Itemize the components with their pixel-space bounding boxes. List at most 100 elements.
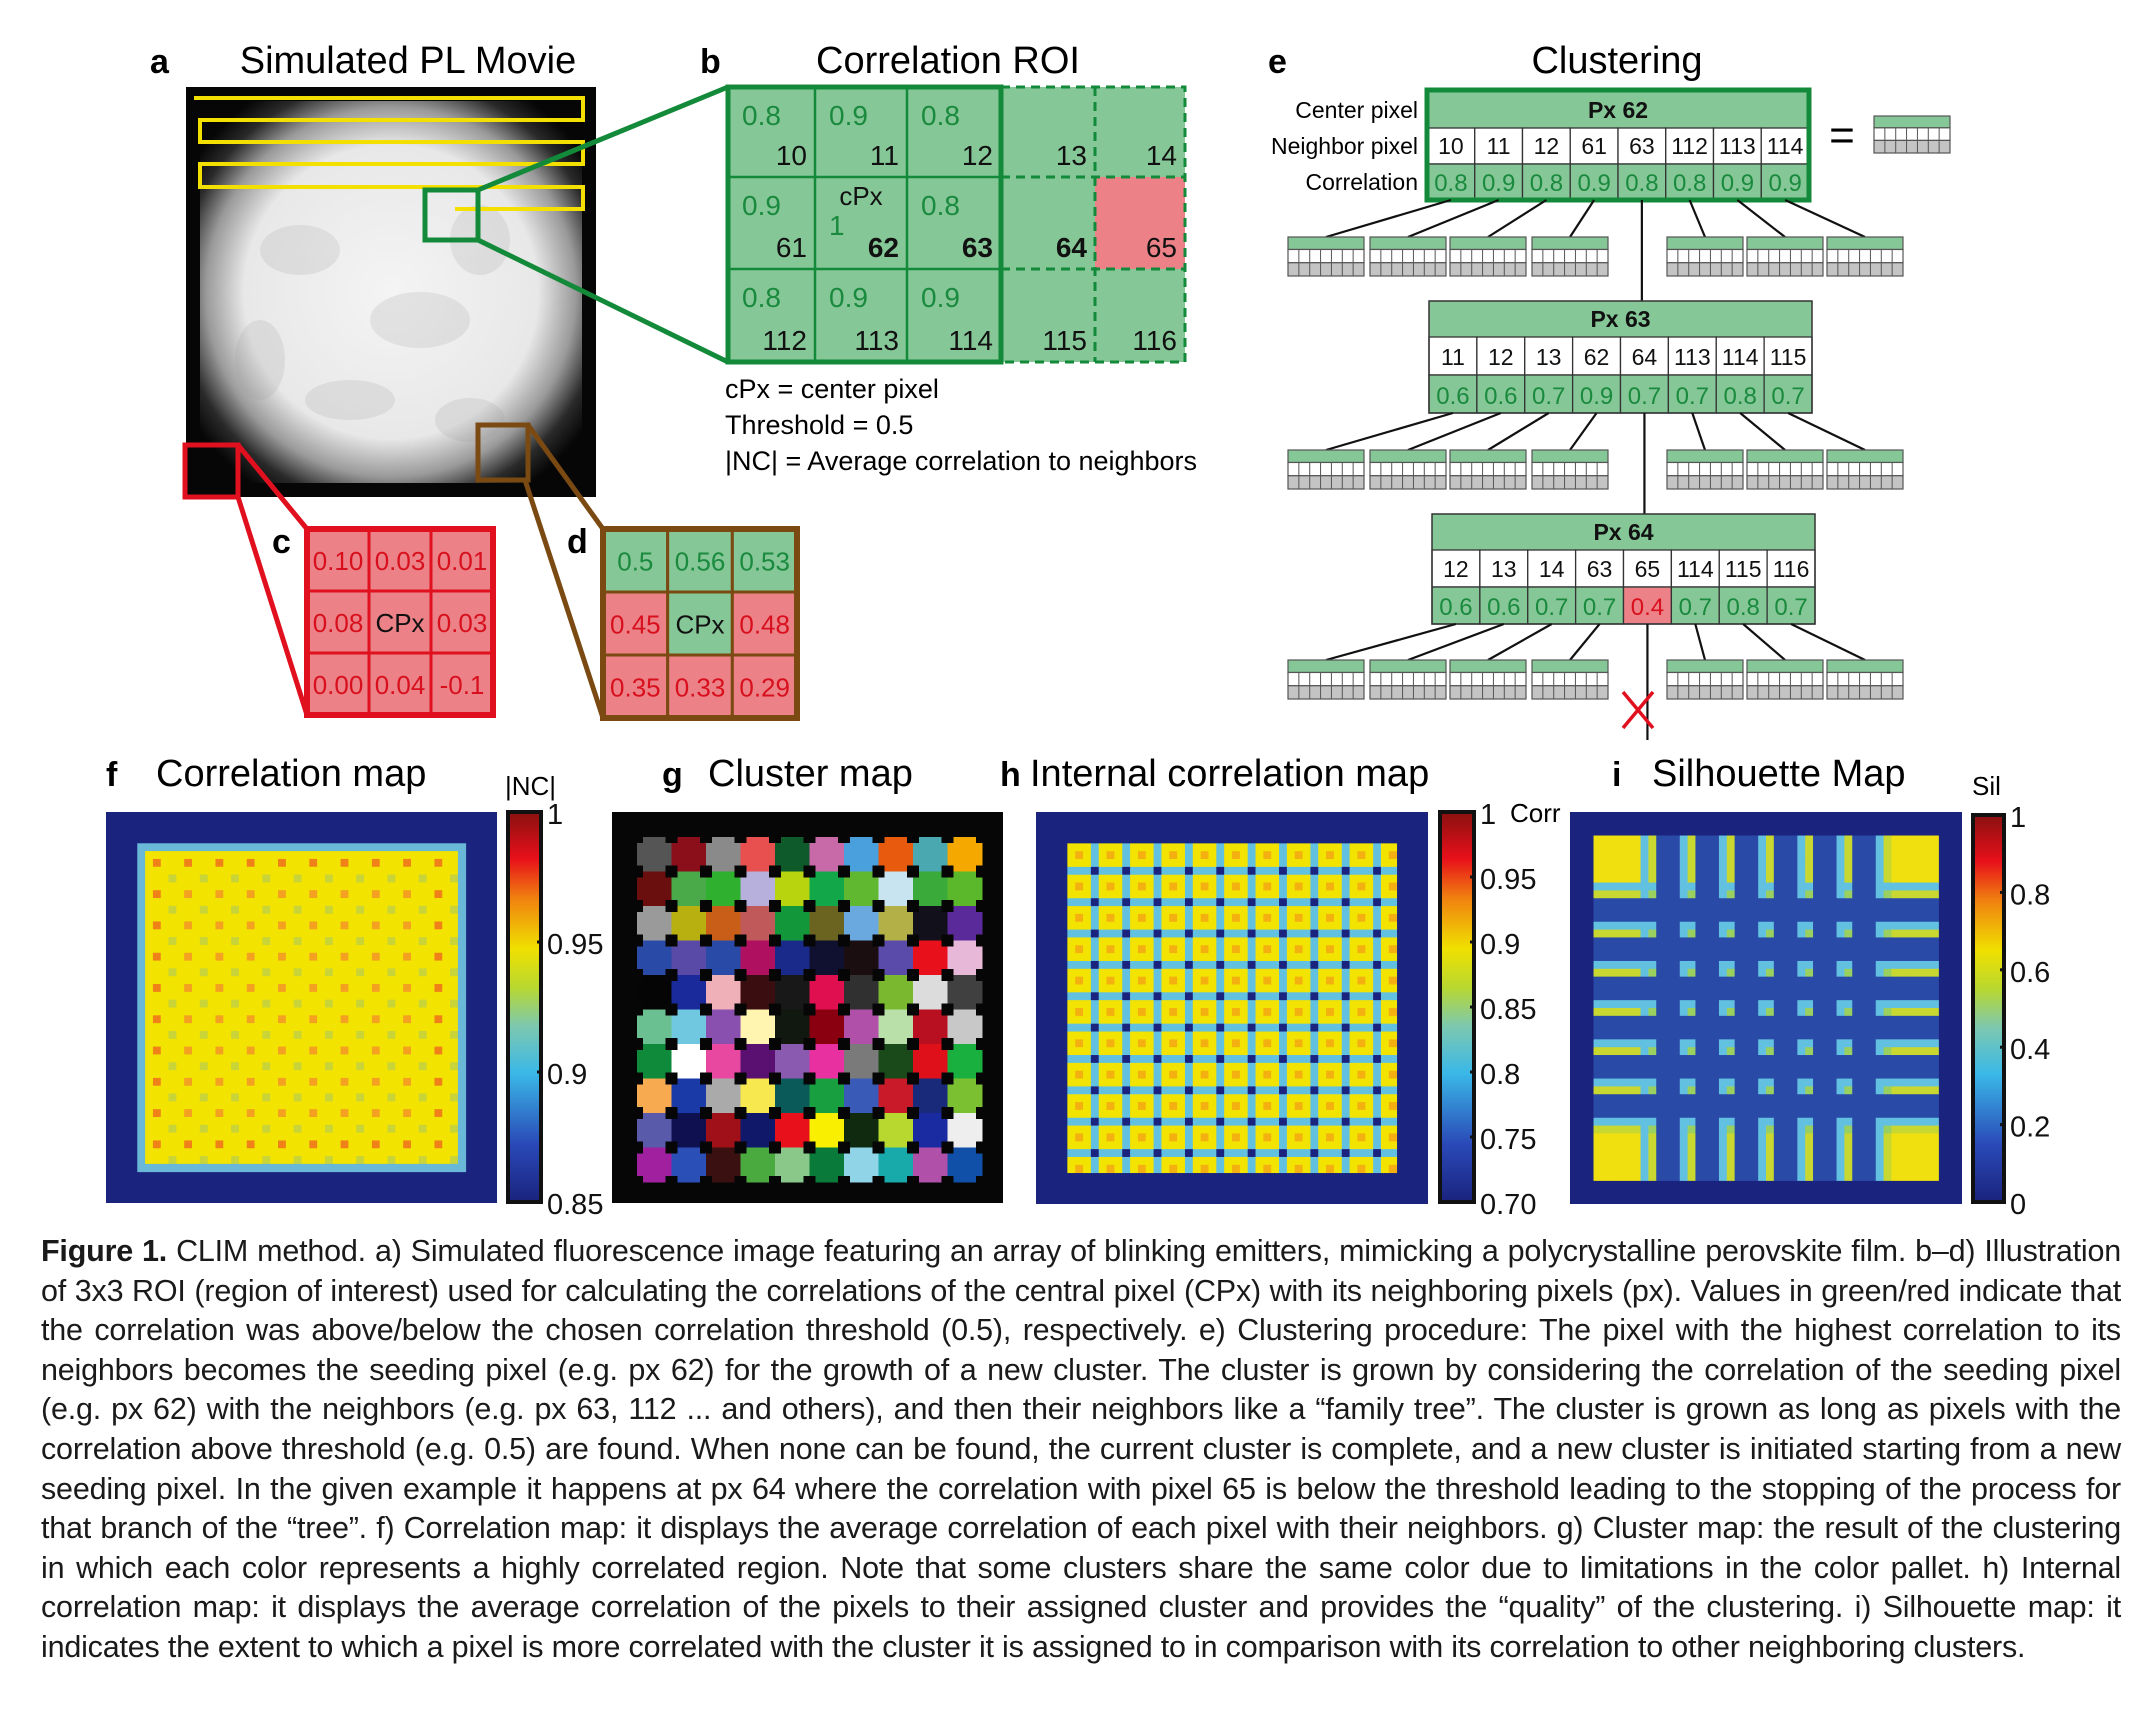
mini-table-row xyxy=(1746,475,1824,490)
map-pixel xyxy=(418,874,428,883)
map-pixel xyxy=(1302,929,1311,938)
map-pixel xyxy=(1106,1070,1115,1079)
map-pixel xyxy=(1310,913,1319,923)
map-pixel xyxy=(1679,835,1688,844)
map-pixel xyxy=(1067,1062,1076,1072)
map-pixel xyxy=(184,905,193,915)
map-pixel xyxy=(1075,976,1084,985)
map-pixel xyxy=(1703,835,1712,844)
map-pixel xyxy=(192,1124,201,1134)
map-pixel xyxy=(192,1163,201,1173)
map-pixel xyxy=(1380,992,1390,1001)
cluster-table: Px 62100.8110.9120.8610.9630.81120.81130… xyxy=(1287,87,1904,301)
map-pixel xyxy=(215,905,224,915)
map-pixel xyxy=(1695,882,1704,891)
map-pixel xyxy=(1593,843,1602,852)
map-pixel xyxy=(199,968,209,977)
map-pixel xyxy=(1388,1031,1398,1040)
map-pixel xyxy=(1286,992,1296,1001)
map-pixel xyxy=(238,968,248,977)
mini-table-dividers xyxy=(1380,462,1436,489)
map-pixel xyxy=(1380,1086,1390,1095)
map-pixel xyxy=(168,913,177,922)
map-pixel xyxy=(246,905,255,915)
table-header-label: Px 63 xyxy=(1590,306,1650,332)
map-pixel xyxy=(1349,1000,1358,1009)
map-pixel xyxy=(1333,1023,1343,1032)
map-pixel xyxy=(246,1085,255,1094)
map-pixel xyxy=(332,921,341,930)
map-pixel xyxy=(1122,1117,1131,1126)
map-pixel xyxy=(176,1132,185,1141)
map-pixel xyxy=(1388,882,1398,891)
map-pixel xyxy=(1098,1062,1107,1072)
map-pixel xyxy=(1718,874,1728,883)
map-pixel xyxy=(1797,882,1806,891)
map-pixel xyxy=(1090,890,1100,899)
cluster-boundary-notch xyxy=(769,1003,781,1016)
map-pixel xyxy=(1789,882,1798,891)
map-pixel xyxy=(1860,929,1869,938)
map-pixel xyxy=(199,1132,209,1141)
map-pixel xyxy=(364,898,373,907)
map-pixel xyxy=(371,984,381,993)
map-pixel xyxy=(199,1030,209,1040)
cluster-boundary-notch xyxy=(907,1107,919,1119)
map-pixel xyxy=(223,858,232,868)
map-pixel xyxy=(231,1116,240,1126)
map-pixel xyxy=(192,1062,201,1071)
neighbor-pixel-id: 11 xyxy=(1441,344,1465,370)
map-pixel xyxy=(1805,898,1814,907)
map-pixel xyxy=(1388,1125,1398,1134)
map-pixel xyxy=(1326,921,1335,930)
map-pixel xyxy=(1271,898,1280,907)
roi-cell-pixel-id: 63 xyxy=(962,232,993,263)
map-pixel xyxy=(152,921,162,930)
map-pixel xyxy=(1067,913,1076,923)
map-pixel xyxy=(434,1148,443,1157)
map-pixel xyxy=(1632,843,1641,852)
map-pixel xyxy=(403,1046,412,1055)
map-pixel xyxy=(309,1148,318,1157)
map-pixel xyxy=(1083,1039,1092,1048)
map-pixel xyxy=(1153,1039,1162,1048)
map-pixel xyxy=(1341,874,1350,883)
map-pixel xyxy=(1828,968,1837,978)
map-pixel xyxy=(1161,890,1170,899)
map-pixel xyxy=(262,1156,271,1165)
map-pixel xyxy=(1820,874,1830,883)
map-pixel xyxy=(1255,984,1264,993)
map-pixel xyxy=(450,976,459,985)
map-pixel xyxy=(223,984,232,993)
map-pixel xyxy=(1766,921,1775,930)
map-pixel xyxy=(207,1124,216,1134)
map-pixel xyxy=(309,866,318,875)
map-pixel xyxy=(1224,921,1233,930)
map-pixel xyxy=(1216,953,1225,962)
map-pixel xyxy=(434,913,443,922)
map-pixel xyxy=(176,1085,185,1094)
map-pixel xyxy=(238,929,248,938)
map-pixel xyxy=(1232,984,1241,993)
map-pixel xyxy=(1758,968,1767,978)
map-pixel xyxy=(1098,1031,1107,1040)
map-pixel xyxy=(1263,1062,1272,1072)
map-pixel xyxy=(403,1085,412,1094)
map-pixel xyxy=(1130,1086,1139,1095)
map-pixel xyxy=(324,991,334,1001)
map-pixel xyxy=(1624,874,1634,883)
map-pixel xyxy=(434,1101,443,1110)
map-pixel xyxy=(332,944,341,954)
map-pixel xyxy=(160,851,169,860)
map-pixel xyxy=(223,905,232,915)
map-pixel xyxy=(1726,890,1736,899)
map-pixel xyxy=(332,1093,341,1102)
map-pixel xyxy=(1333,921,1343,930)
map-pixel xyxy=(379,1030,388,1040)
map-pixel xyxy=(426,929,435,938)
map-pixel xyxy=(1922,906,1932,915)
map-pixel xyxy=(1695,866,1704,876)
map-pixel xyxy=(262,866,271,875)
map-pixel xyxy=(1224,882,1233,891)
map-pixel xyxy=(1734,851,1743,860)
